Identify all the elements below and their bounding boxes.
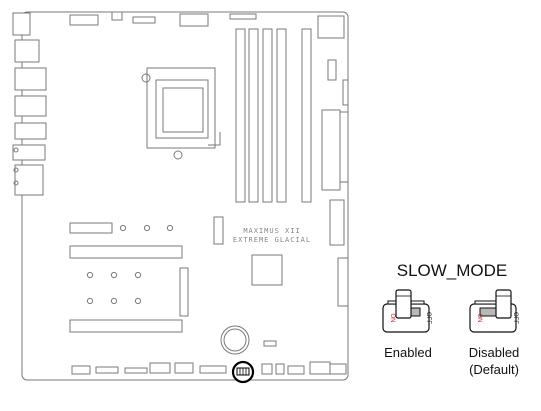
rear-io-ports — [12, 12, 47, 196]
top-headers — [69, 11, 345, 39]
enabled-label: Enabled — [384, 345, 432, 360]
m2-standoffs — [86, 224, 174, 305]
dimm-slots — [235, 28, 312, 203]
switch-enabled: ON OFF — [382, 289, 431, 333]
default-label: (Default) — [469, 362, 519, 377]
disabled-off-label: OFF — [512, 312, 518, 324]
board-model-line2: EXTREME GLACIAL — [233, 236, 311, 244]
enabled-off-label: OFF — [425, 312, 431, 324]
enabled-on-label: ON — [389, 314, 395, 323]
cpu-socket — [141, 67, 221, 160]
disabled-on-label: ON — [476, 314, 482, 323]
motherboard — [12, 11, 349, 381]
slow-mode-title: SLOW_MODE — [397, 261, 508, 280]
pcie-slots — [69, 216, 224, 333]
right-edge-components — [321, 59, 349, 307]
cmos-battery — [220, 325, 250, 355]
disabled-label: Disabled — [469, 345, 520, 360]
chipset — [251, 254, 283, 286]
bottom-headers — [71, 340, 347, 375]
switch-disabled: ON OFF — [469, 289, 518, 333]
slow-mode-location-marker — [231, 360, 255, 384]
board-model-line1: MAXIMUS XII — [243, 227, 300, 235]
board-outline — [21, 11, 349, 381]
